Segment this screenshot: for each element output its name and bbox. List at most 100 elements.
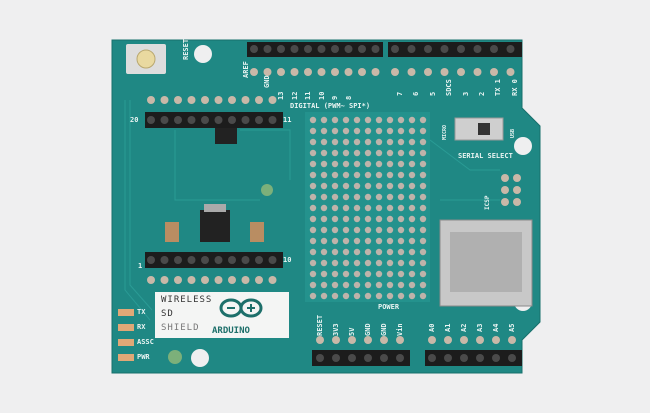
chip bbox=[215, 128, 237, 144]
solder-pad bbox=[268, 96, 277, 104]
proto-hole bbox=[364, 182, 372, 190]
proto-hole bbox=[397, 160, 405, 168]
solder-pad bbox=[364, 336, 372, 344]
ground-pad bbox=[261, 184, 273, 196]
solder-pad bbox=[160, 276, 169, 284]
proto-hole bbox=[353, 182, 361, 190]
header-pin bbox=[174, 256, 182, 264]
proto-hole bbox=[397, 259, 405, 267]
proto-hole bbox=[353, 270, 361, 278]
aref-label: AREF bbox=[242, 61, 250, 78]
proto-hole bbox=[386, 160, 394, 168]
power-header[interactable] bbox=[312, 350, 410, 366]
proto-hole bbox=[397, 215, 405, 223]
header-pin bbox=[241, 256, 250, 264]
proto-hole bbox=[397, 204, 405, 212]
header-pin bbox=[187, 116, 196, 124]
xbee-header-bottom[interactable] bbox=[145, 252, 283, 268]
digital-pin-label: 3 bbox=[462, 91, 470, 96]
led-label: RX bbox=[137, 323, 146, 331]
product-name-line: SD bbox=[161, 309, 174, 319]
proto-hole bbox=[342, 270, 350, 278]
proto-hole bbox=[309, 226, 317, 234]
proto-hole bbox=[375, 171, 383, 179]
proto-hole bbox=[309, 127, 317, 135]
proto-hole bbox=[408, 138, 416, 146]
proto-hole bbox=[353, 292, 361, 300]
proto-hole bbox=[375, 182, 383, 190]
icsp-pad bbox=[513, 198, 521, 206]
proto-hole bbox=[419, 270, 427, 278]
header-pin bbox=[290, 45, 299, 53]
proto-hole bbox=[419, 116, 427, 124]
solder-pad bbox=[344, 68, 353, 76]
proto-hole bbox=[397, 182, 405, 190]
proto-hole bbox=[320, 270, 328, 278]
proto-hole bbox=[353, 204, 361, 212]
proto-hole bbox=[419, 237, 427, 245]
solder-pad bbox=[241, 96, 250, 104]
reset-button[interactable] bbox=[136, 49, 156, 69]
proto-hole bbox=[386, 270, 394, 278]
solder-pad bbox=[147, 276, 155, 284]
header-pin bbox=[332, 354, 340, 362]
proto-hole bbox=[419, 160, 427, 168]
arduino-logo-icon bbox=[219, 298, 263, 318]
proto-hole bbox=[353, 193, 361, 201]
proto-hole bbox=[408, 237, 416, 245]
proto-hole bbox=[397, 149, 405, 157]
proto-hole bbox=[331, 270, 339, 278]
header-pin bbox=[147, 116, 155, 124]
solder-pad bbox=[255, 276, 263, 284]
mounting-hole bbox=[191, 349, 209, 367]
header-pin bbox=[255, 116, 263, 124]
traces bbox=[124, 100, 500, 321]
product-name-line: SHIELD bbox=[161, 323, 200, 333]
proto-hole bbox=[353, 127, 361, 135]
proto-hole bbox=[320, 204, 328, 212]
led-pwr bbox=[118, 354, 134, 361]
proto-hole bbox=[331, 292, 339, 300]
proto-hole bbox=[386, 116, 394, 124]
header-pin bbox=[255, 256, 263, 264]
proto-hole bbox=[375, 204, 383, 212]
regulator bbox=[200, 210, 230, 242]
header-pin bbox=[228, 256, 236, 264]
proto-hole bbox=[353, 259, 361, 267]
proto-hole bbox=[408, 182, 416, 190]
proto-hole bbox=[419, 292, 427, 300]
proto-hole bbox=[309, 149, 317, 157]
digital-header-low[interactable] bbox=[388, 42, 522, 57]
proto-hole bbox=[309, 193, 317, 201]
analog-header[interactable] bbox=[425, 350, 522, 366]
proto-hole bbox=[364, 215, 372, 223]
proto-hole bbox=[375, 149, 383, 157]
solder-pad bbox=[214, 96, 223, 104]
power-pin-label: 5V bbox=[348, 327, 356, 336]
header-pin bbox=[380, 354, 388, 362]
proto-hole bbox=[353, 226, 361, 234]
proto-hole bbox=[331, 226, 339, 234]
solder-pad bbox=[460, 336, 468, 344]
solder-pad bbox=[160, 96, 169, 104]
proto-hole bbox=[419, 127, 427, 135]
proto-hole bbox=[309, 215, 317, 223]
solder-pad bbox=[371, 68, 380, 76]
led-rx bbox=[118, 324, 134, 331]
proto-hole bbox=[408, 160, 416, 168]
proto-hole bbox=[408, 171, 416, 179]
header-pin bbox=[160, 116, 169, 124]
xbee-pin-11-label: 11 bbox=[283, 116, 292, 124]
power-pin-label: GND bbox=[380, 323, 388, 336]
solder-pad bbox=[428, 336, 436, 344]
led-label: TX bbox=[137, 308, 146, 316]
proto-hole bbox=[320, 138, 328, 146]
solder-pad bbox=[444, 336, 452, 344]
xbee-header-top[interactable] bbox=[145, 112, 283, 128]
proto-hole bbox=[342, 127, 350, 135]
header-pin bbox=[263, 45, 272, 53]
proto-hole bbox=[397, 292, 405, 300]
switch-knob[interactable] bbox=[478, 123, 490, 135]
proto-hole bbox=[364, 259, 372, 267]
mounting-hole bbox=[514, 137, 532, 155]
